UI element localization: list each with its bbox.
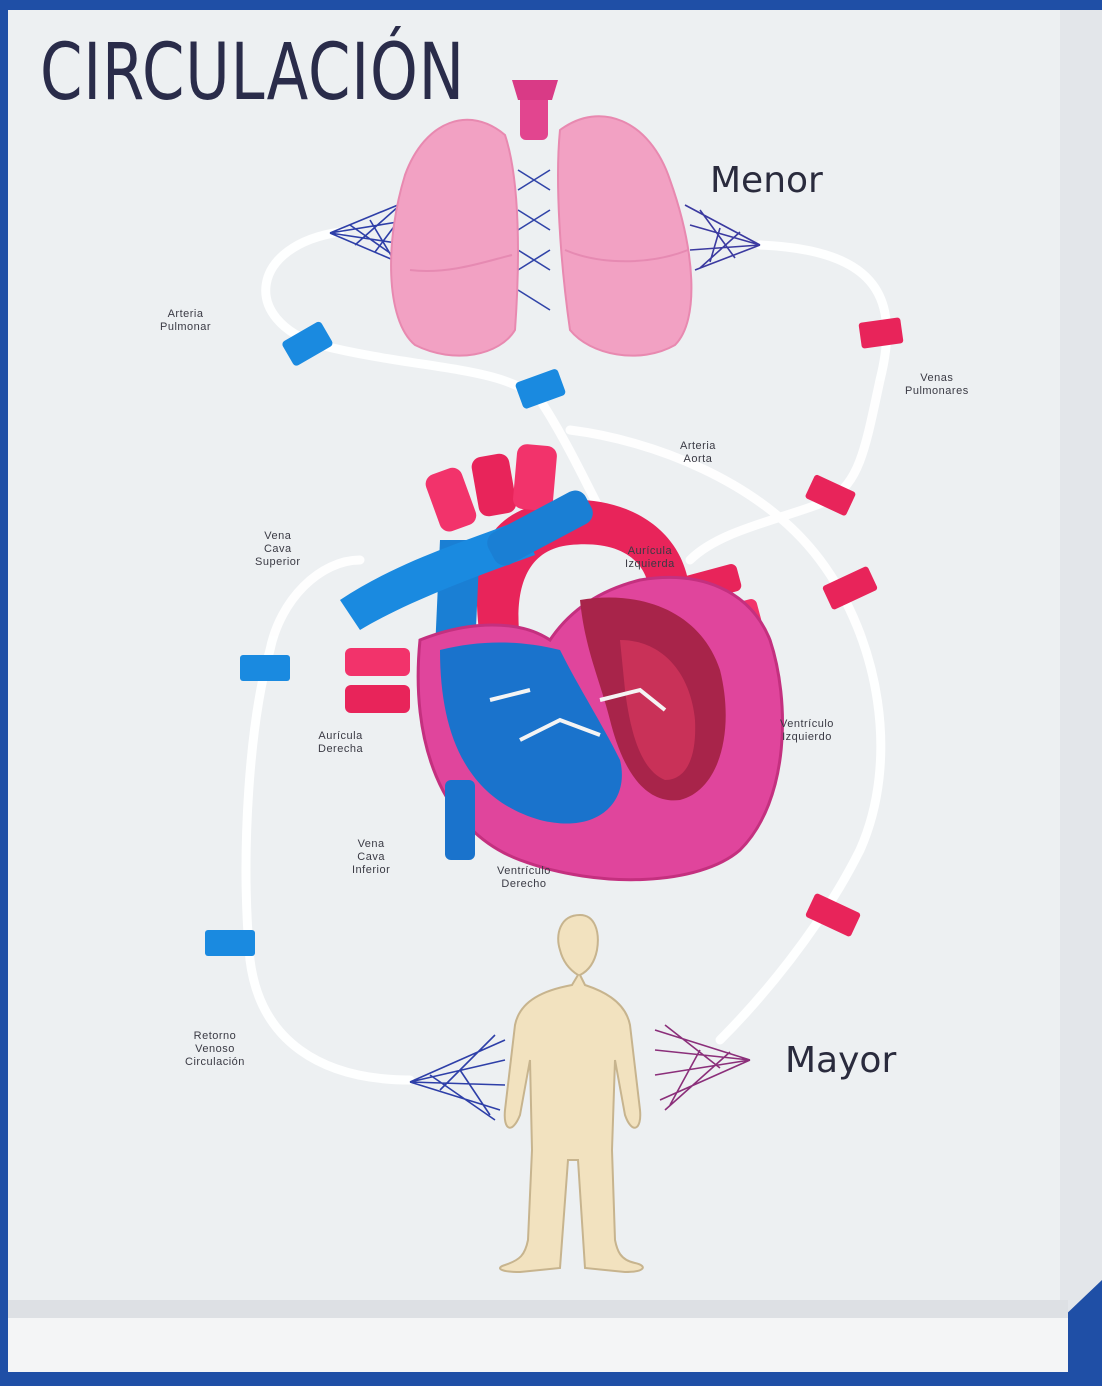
pulmonary-artery-stub-2 xyxy=(345,685,410,713)
label-right-atrium: Aurícula Derecha xyxy=(318,730,363,756)
label-pulmonary-artery: Arteria Pulmonar xyxy=(160,308,211,334)
trachea-top xyxy=(512,80,558,100)
board-edge-right xyxy=(1060,10,1102,1320)
circuit-label-major: Mayor xyxy=(785,1040,896,1081)
label-left-atrium: Aurícula Izquierda xyxy=(625,545,675,571)
circuit-label-minor: Menor xyxy=(710,160,823,201)
label-superior-vena-cava: Vena Cava Superior xyxy=(255,530,301,569)
board-base-shadow xyxy=(8,1300,1068,1318)
clip-blue-4 xyxy=(205,930,255,956)
poster-title: CIRCULACIÓN xyxy=(40,28,465,118)
label-pulmonary-veins: Venas Pulmonares xyxy=(905,372,969,398)
pulmonary-artery-stub-1 xyxy=(345,648,410,676)
clip-blue-3 xyxy=(240,655,290,681)
label-aorta: Arteria Aorta xyxy=(680,440,716,466)
label-inferior-vena-cava: Vena Cava Inferior xyxy=(352,838,390,877)
label-right-ventricle: Ventrículo Derecho xyxy=(497,865,551,891)
label-left-ventricle: Ventrículo Izquierdo xyxy=(780,718,834,744)
aorta-branch-3 xyxy=(512,443,558,511)
inferior-vena-cava xyxy=(445,780,475,860)
board-base xyxy=(8,1318,1068,1372)
label-venous-return: Retorno Venoso Circulación xyxy=(185,1030,245,1069)
